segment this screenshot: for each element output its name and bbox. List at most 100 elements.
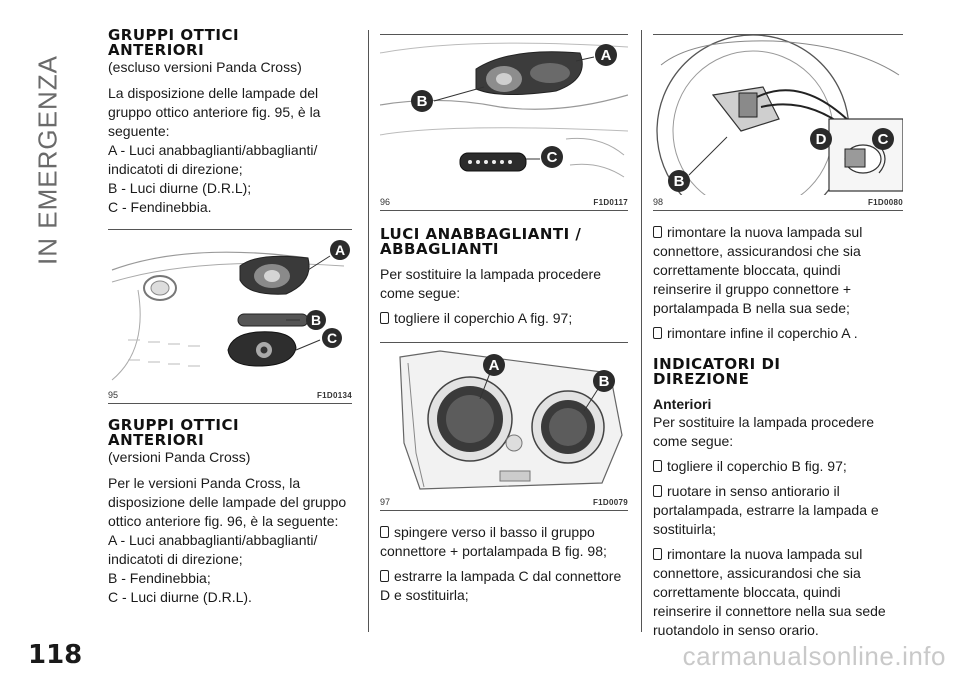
step-text: spingere verso il basso il gruppo	[394, 524, 595, 540]
section-subtitle: (versioni Panda Cross)	[108, 449, 251, 465]
step-item: togliere il coperchio A fig. 97;	[380, 309, 628, 328]
step-text: reinserire il connettore nella sua sede	[653, 603, 886, 619]
text-line: gruppo ottico anteriore fig. 95, è la	[108, 104, 321, 120]
step-text: correttamente bloccata, quindi	[653, 584, 841, 600]
step-item: rimontare la nuova lampada sul connettor…	[653, 223, 903, 318]
callout-d: D	[816, 131, 827, 148]
section-side-label: IN EMERGENZA	[18, 30, 78, 290]
figure-98-caption: 98 F1D0080	[653, 195, 903, 211]
text-line: La disposizione delle lampade del	[108, 85, 319, 101]
figure-96: A B C 96 F1D0117	[380, 34, 628, 211]
section-title-turn-signals: INDICATORI DI DIREZIONE	[653, 357, 903, 387]
title-line: ANTERIORI	[108, 431, 205, 449]
section-title-headlamps-cross: GRUPPI OTTICI ANTERIORI	[108, 418, 352, 448]
title-line: ANTERIORI	[108, 41, 205, 59]
column-divider-2	[641, 30, 642, 632]
checkbox-bullet-icon	[653, 485, 662, 497]
callout-b: B	[417, 93, 428, 110]
figure-number: 98	[653, 197, 664, 207]
step-text: D e sostituirla;	[380, 587, 469, 603]
column-3: B D C 98 F1D0080 rimontare la nuova lamp…	[653, 28, 903, 640]
step-text: connettore + portalampada B fig. 98;	[380, 543, 607, 559]
figure-number: 95	[108, 390, 119, 400]
callout-b: B	[674, 173, 685, 190]
step-text: rimontare infine il coperchio A .	[667, 325, 858, 341]
text-line: Per sostituire la lampada procedere	[653, 414, 875, 430]
step-text: rimontare la nuova lampada sul	[667, 546, 863, 562]
step-item: togliere il coperchio B fig. 97;	[653, 457, 903, 476]
figure-97-illustration: A B	[380, 343, 628, 495]
step-text: ruotandolo in senso orario.	[653, 622, 819, 638]
section-subtitle: (escluso versioni Panda Cross)	[108, 59, 302, 75]
checkbox-bullet-icon	[380, 312, 389, 324]
checkbox-bullet-icon	[653, 460, 662, 472]
checkbox-bullet-icon	[653, 226, 662, 238]
callout-c: C	[327, 330, 337, 346]
text-line: B - Luci diurne (D.R.L);	[108, 180, 252, 196]
column-divider-1	[368, 30, 369, 632]
text-line: come segue:	[653, 433, 734, 449]
text-line: ottico anteriore fig. 96, è la seguente:	[108, 513, 339, 529]
step-item: spingere verso il basso il gruppo connet…	[380, 523, 628, 561]
paragraph-procedure-intro: Per sostituire la lampada procedere come…	[380, 265, 628, 303]
figure-98-illustration: B D C	[653, 35, 903, 195]
figure-96-illustration: A B C	[380, 35, 628, 195]
step-text: portalampada, estrarre la lampada e	[653, 502, 879, 518]
text-line: Per sostituire la lampada procedere	[380, 266, 602, 282]
step-text: portalampada B nella sua sede;	[653, 300, 850, 316]
step-text: connettore, assicurandosi che sia	[653, 243, 861, 259]
callout-a: A	[335, 242, 345, 258]
side-label-text: IN EMERGENZA	[32, 55, 63, 265]
text-line: C - Luci diurne (D.R.L).	[108, 589, 252, 605]
step-item: estrarre la lampada C dal connettore D e…	[380, 567, 628, 605]
step-text: rimontare la nuova lampada sul	[667, 224, 863, 240]
title-line: GRUPPI OTTICI	[108, 26, 240, 44]
text-line: indicatoti di direzione;	[108, 161, 243, 177]
step-text: connettore, assicurandosi che sia	[653, 565, 861, 581]
title-line: LUCI ANABBAGLIANTI /	[380, 225, 582, 243]
step-text: togliere il coperchio B fig. 97;	[667, 458, 847, 474]
step-text: togliere il coperchio A fig. 97;	[394, 310, 573, 326]
callout-a: A	[489, 357, 500, 374]
step-item: rimontare la nuova lampada sul connettor…	[653, 545, 903, 640]
figure-number: 96	[380, 197, 391, 207]
step-item: rimontare infine il coperchio A .	[653, 324, 903, 343]
text-line: seguente:	[108, 123, 170, 139]
page-number: 118	[28, 640, 83, 670]
figure-96-caption: 96 F1D0117	[380, 195, 628, 211]
checkbox-bullet-icon	[380, 570, 389, 582]
checkbox-bullet-icon	[380, 526, 389, 538]
text-line: B - Fendinebbia;	[108, 570, 211, 586]
step-item: ruotare in senso antiorario il portalamp…	[653, 482, 903, 539]
callout-b: B	[311, 312, 321, 328]
figure-95: A B C 95 F1D0134	[108, 229, 352, 404]
section-title-low-high-beam: LUCI ANABBAGLIANTI / ABBAGLIANTI	[380, 227, 628, 257]
paragraph-lamp-layout: La disposizione delle lampade del gruppo…	[108, 84, 352, 217]
figure-98: B D C 98 F1D0080	[653, 34, 903, 211]
checkbox-bullet-icon	[653, 327, 662, 339]
step-text: correttamente bloccata, quindi	[653, 262, 841, 278]
text-line: come segue:	[380, 285, 461, 301]
step-text: estrarre la lampada C dal connettore	[394, 568, 622, 584]
figure-95-caption: 95 F1D0134	[108, 388, 352, 404]
title-line: ABBAGLIANTI	[380, 240, 500, 258]
watermark: carmanualsonline.info	[682, 641, 946, 671]
section-title-headlamps: GRUPPI OTTICI ANTERIORI	[108, 28, 352, 58]
column-2: A B C 96 F1D0117 LUCI ANABBAGLIANTI / AB…	[380, 28, 628, 605]
text-line: indicatoti di direzione;	[108, 551, 243, 567]
callout-c: C	[878, 131, 889, 148]
title-line: GRUPPI OTTICI	[108, 416, 240, 434]
title-line: INDICATORI DI	[653, 355, 781, 373]
text-line: Per le versioni Panda Cross, la	[108, 475, 301, 491]
figure-code: F1D0080	[867, 198, 903, 207]
figure-97: A B 97 F1D0079	[380, 342, 628, 511]
paragraph-procedure-intro: Per sostituire la lampada procedere come…	[653, 413, 903, 451]
checkbox-bullet-icon	[653, 548, 662, 560]
figure-code: F1D0079	[592, 498, 628, 507]
figure-95-illustration: A B C	[108, 230, 352, 388]
text-line: A - Luci anabbaglianti/abbaglianti/	[108, 532, 318, 548]
step-text: sostituirla;	[653, 521, 717, 537]
text-line: disposizione delle lampade del gruppo	[108, 494, 347, 510]
callout-b: B	[599, 373, 610, 390]
callout-a: A	[601, 47, 612, 64]
